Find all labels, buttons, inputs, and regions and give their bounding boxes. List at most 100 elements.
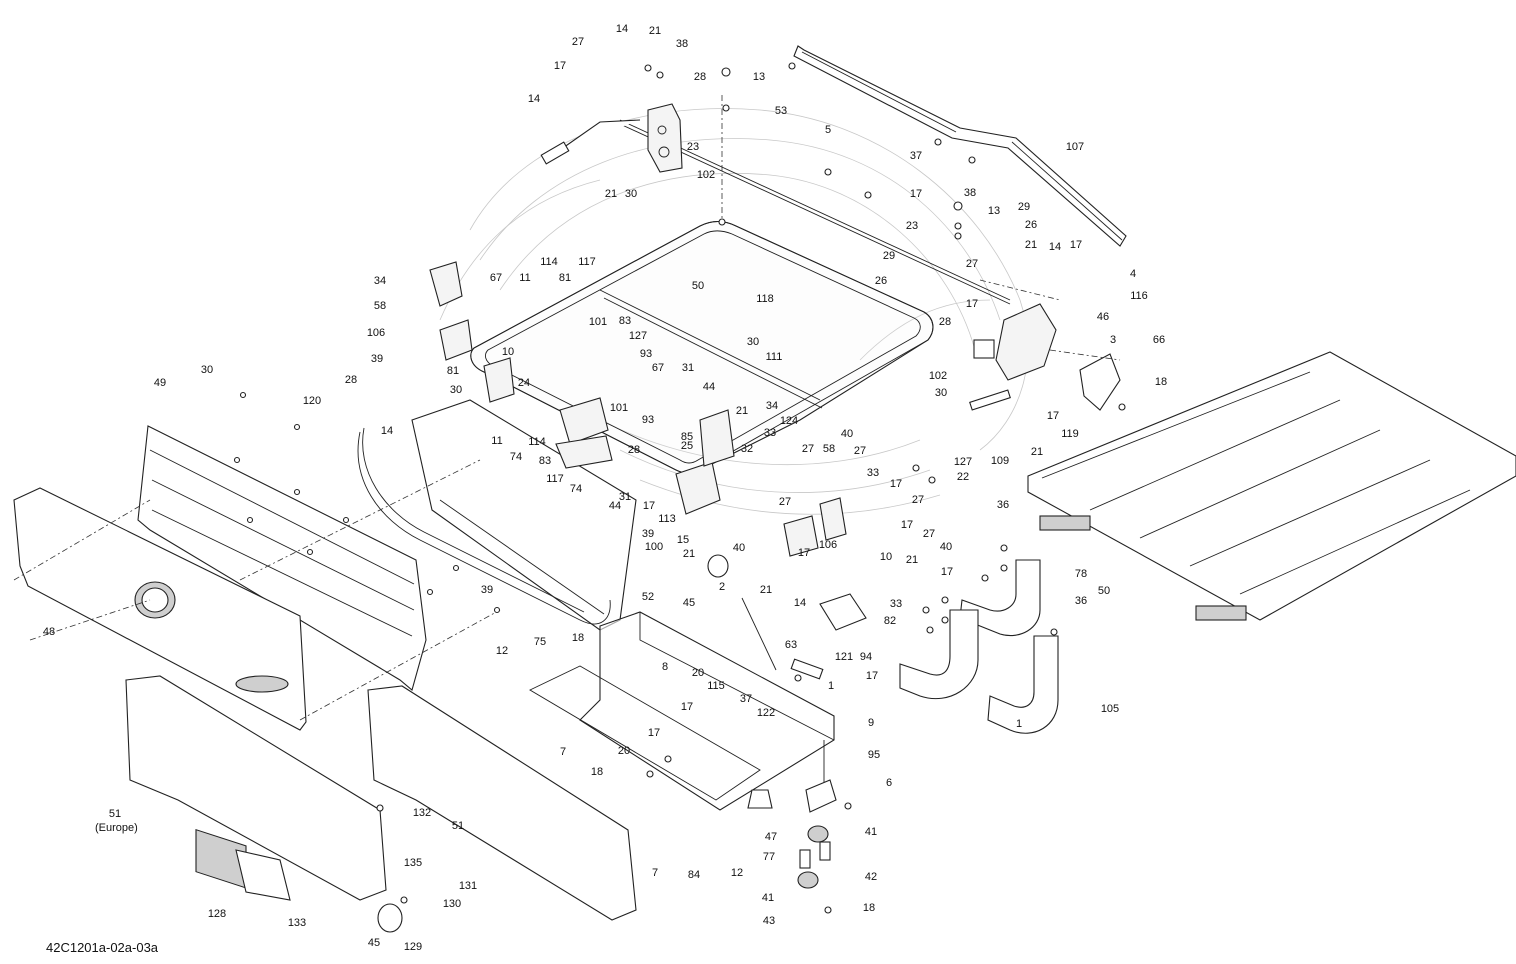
callout-27: 27: [779, 496, 791, 508]
callout-34: 34: [766, 400, 778, 412]
callout-116: 116: [1130, 290, 1148, 302]
callout-23: 23: [687, 141, 699, 153]
callout-14: 14: [794, 597, 806, 609]
callout-27: 27: [966, 258, 978, 270]
callout-51: 51: [109, 808, 121, 820]
callout-40: 40: [733, 542, 745, 554]
callout-21: 21: [649, 25, 661, 37]
callout-18: 18: [863, 902, 875, 914]
latch-assembly-34: [429, 261, 473, 361]
callout-82: 82: [884, 615, 896, 627]
callout-114: 114: [540, 256, 558, 268]
callout-46: 46: [1097, 311, 1109, 323]
callout-52: 52: [642, 591, 654, 603]
callout-21: 21: [1025, 239, 1037, 251]
callout-45: 45: [683, 597, 695, 609]
callout-39: 39: [481, 584, 493, 596]
callout-124: 124: [780, 415, 798, 427]
callout-22: 22: [957, 471, 969, 483]
callout-53: 53: [775, 105, 787, 117]
callout-11: 11: [519, 272, 530, 284]
callout-81: 81: [559, 272, 571, 284]
callout-83: 83: [539, 455, 551, 467]
callout-49: 49: [154, 377, 166, 389]
callout-17: 17: [890, 478, 902, 490]
floor-panel-50: [1027, 351, 1516, 621]
callout-12: 12: [496, 645, 508, 657]
callout-109: 109: [991, 455, 1009, 467]
callout-44: 44: [703, 381, 715, 393]
callout-84: 84: [688, 869, 700, 881]
callout-30: 30: [935, 387, 947, 399]
callout-3: 3: [1110, 334, 1116, 346]
callout-67: 67: [652, 362, 664, 374]
callout-121: 121: [835, 651, 853, 663]
callout-120: 120: [303, 395, 321, 407]
callout-27: 27: [912, 494, 924, 506]
callout-1: 1: [1016, 718, 1022, 730]
callout-31: 31: [619, 491, 631, 503]
callout-29: 29: [883, 250, 895, 262]
callout-14: 14: [1049, 241, 1061, 253]
callout-17: 17: [798, 547, 810, 559]
callout-113: 113: [658, 513, 676, 525]
callout-95: 95: [868, 749, 880, 761]
callout-37: 37: [910, 150, 922, 162]
callout-10: 10: [502, 346, 514, 358]
callout-127: 127: [954, 456, 972, 468]
tailgate-panel-52: [411, 399, 637, 631]
tailgate-inner-49: [137, 425, 427, 691]
callout-23: 23: [906, 220, 918, 232]
callout-27: 27: [854, 445, 866, 457]
callout-28: 28: [694, 71, 706, 83]
callout-5: 5: [825, 124, 831, 136]
callout-74: 74: [510, 451, 522, 463]
callout-106: 106: [819, 539, 837, 551]
callout-9: 9: [868, 717, 874, 729]
callout-31: 31: [682, 362, 694, 374]
rail-107: [793, 45, 1127, 247]
bracket-102-upper: [540, 103, 683, 173]
callout-15: 15: [677, 534, 689, 546]
callout-105: 105: [1101, 703, 1119, 715]
callout-21: 21: [683, 548, 695, 560]
callout-39: 39: [642, 528, 654, 540]
callout-18: 18: [572, 632, 584, 644]
callout-33: 33: [890, 598, 902, 610]
callout-36: 36: [1075, 595, 1087, 607]
callout-38: 38: [964, 187, 976, 199]
bracket-128: [235, 849, 291, 901]
callout-50: 50: [692, 280, 704, 292]
callout-30: 30: [450, 384, 462, 396]
callout-45: 45: [368, 937, 380, 949]
callout-94: 94: [860, 651, 872, 663]
callout-17: 17: [866, 670, 878, 682]
latch-assembly-74: [483, 357, 613, 469]
callout-25: 25: [681, 440, 693, 452]
callout-8: 8: [662, 661, 668, 673]
callout-11: 11: [491, 435, 502, 447]
callout-17: 17: [643, 500, 655, 512]
callout-38: 38: [676, 38, 688, 50]
callout-41: 41: [762, 892, 774, 904]
callout-111: 111: [766, 351, 783, 363]
callout-133: 133: [288, 917, 306, 929]
callout-17: 17: [1070, 239, 1082, 251]
callout-30: 30: [625, 188, 637, 200]
assembly-lines: [13, 95, 1121, 721]
callout-32: 32: [741, 443, 753, 455]
bracket-82: [819, 593, 867, 631]
hook-105: [987, 635, 1059, 734]
figure-code: 42C1201a-02a-03a: [46, 940, 159, 955]
callout-75: 75: [534, 636, 546, 648]
callout-2: 2: [719, 581, 725, 593]
latch-stack-95: [797, 740, 837, 889]
callout-21: 21: [906, 554, 918, 566]
callout-101: 101: [589, 316, 607, 328]
latch-assembly-116: [969, 303, 1121, 411]
callout-135: 135: [404, 857, 422, 869]
callout-21: 21: [605, 188, 617, 200]
callout-43: 43: [763, 915, 775, 927]
callout-102: 102: [697, 169, 715, 181]
